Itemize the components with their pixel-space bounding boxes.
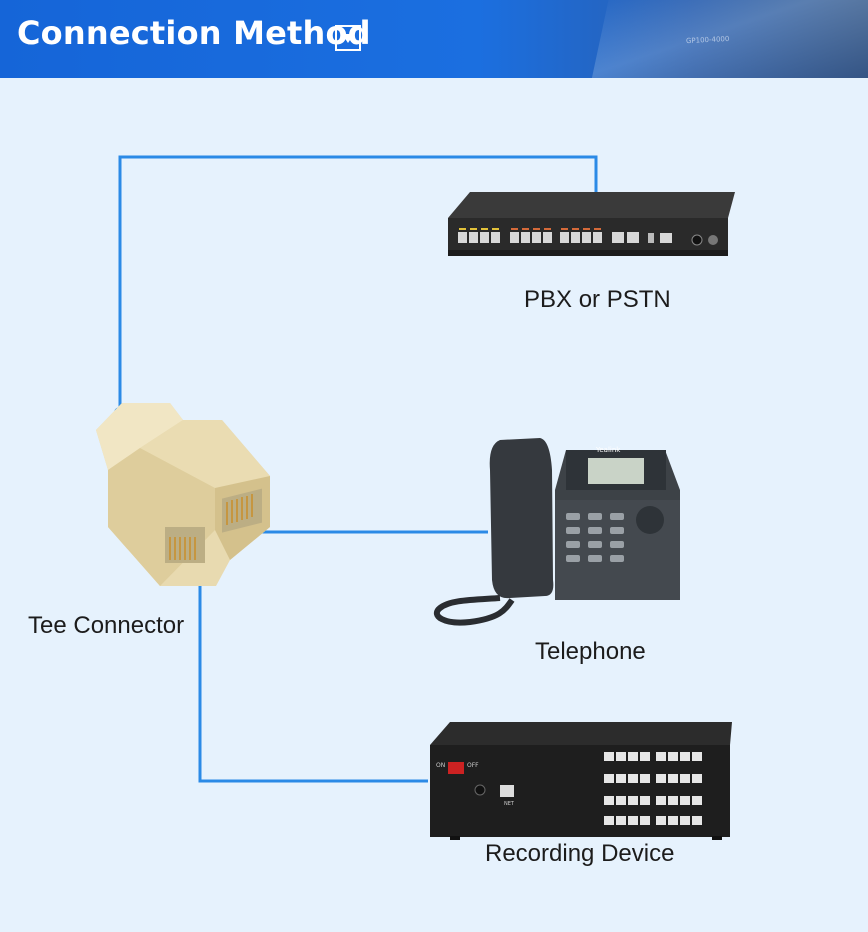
recording-device-image: ON OFF NET (430, 722, 732, 840)
recording-device-label: Recording Device (485, 840, 675, 867)
recorder-switch-off-label: OFF (467, 762, 479, 769)
line-tee-to-pbx (118, 155, 598, 413)
header-banner: GP100-4000 Connection Method (0, 0, 868, 78)
telephone-image: Yealink (433, 438, 680, 626)
telephone-label: Telephone (535, 638, 646, 665)
connection-lines (118, 155, 598, 783)
tee-connector-label: Tee Connector (28, 612, 185, 639)
recorder-port-label: NET (504, 801, 515, 807)
dropdown-icon[interactable] (335, 25, 361, 51)
pbx-device-image (448, 192, 735, 256)
tee-connector-image (96, 403, 270, 586)
telephone-brand: Yealink (595, 446, 621, 454)
recorder-switch-on-label: ON (436, 762, 445, 769)
page-title: Connection Method (17, 14, 371, 52)
line-tee-to-recorder (198, 553, 428, 783)
pbx-label: PBX or PSTN (524, 286, 671, 313)
